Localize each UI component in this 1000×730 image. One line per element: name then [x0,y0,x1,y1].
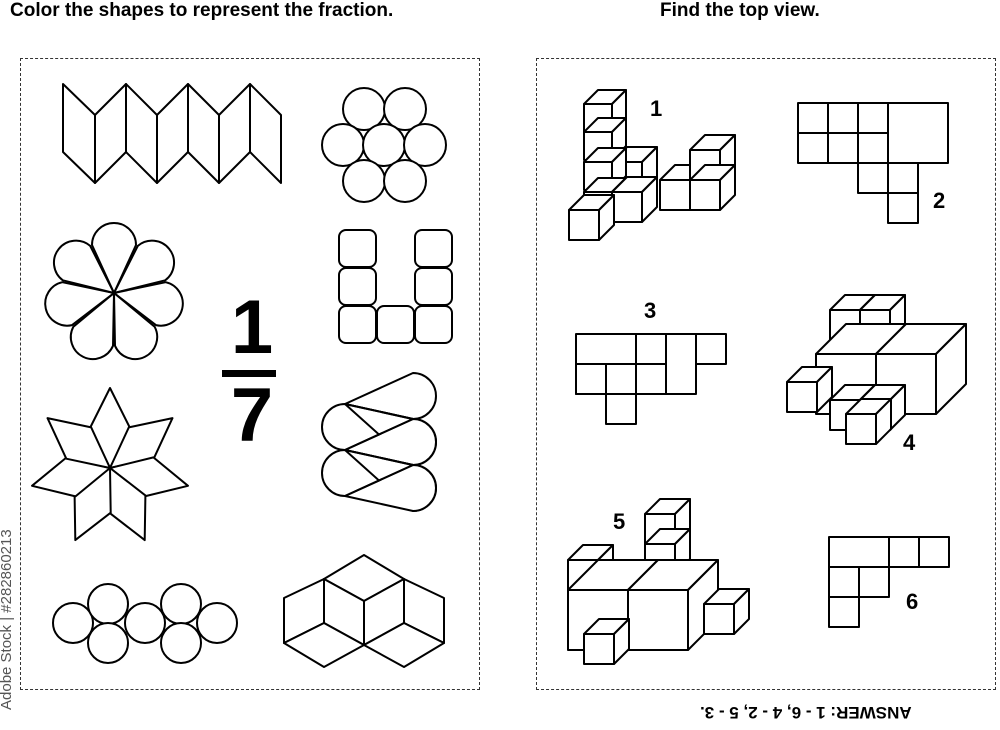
top-view-3 [575,333,727,425]
figure-label-2: 2 [933,188,946,213]
figure-label-3: 3 [644,298,657,323]
figure-label-6: 6 [906,589,919,614]
figure-label-5: 5 [613,509,626,534]
teardrop-stack-shape [321,372,437,512]
answer-text: ANSWER: 1 - 6, 4 - 2, 5 - 3. [700,703,912,722]
top-view-panel [536,58,996,690]
right-title: Find the top view. [660,0,820,21]
left-title: Color the shapes to represent the fracti… [10,0,394,21]
circle-cluster-shape [321,87,447,203]
fraction-numerator: 1 [230,285,274,370]
fraction-denominator: 7 [230,373,274,458]
petal-flower-shape [44,222,184,361]
fraction-panel [20,58,480,690]
top-view-2 [797,102,949,224]
zigzag-shape [62,83,282,184]
circle-row-shape [52,583,238,664]
fraction-bar [222,370,276,377]
figure-label-1: 1 [650,96,663,121]
rhombus-hexagon-shape [283,554,445,668]
figure-label-4: 4 [903,430,916,455]
rounded-square-u-shape [338,229,453,344]
top-view-6 [828,536,950,628]
stock-watermark: Adobe Stock | #282860213 [0,529,15,710]
rhombus-star-shape [31,387,189,542]
isometric-figures [567,89,967,665]
